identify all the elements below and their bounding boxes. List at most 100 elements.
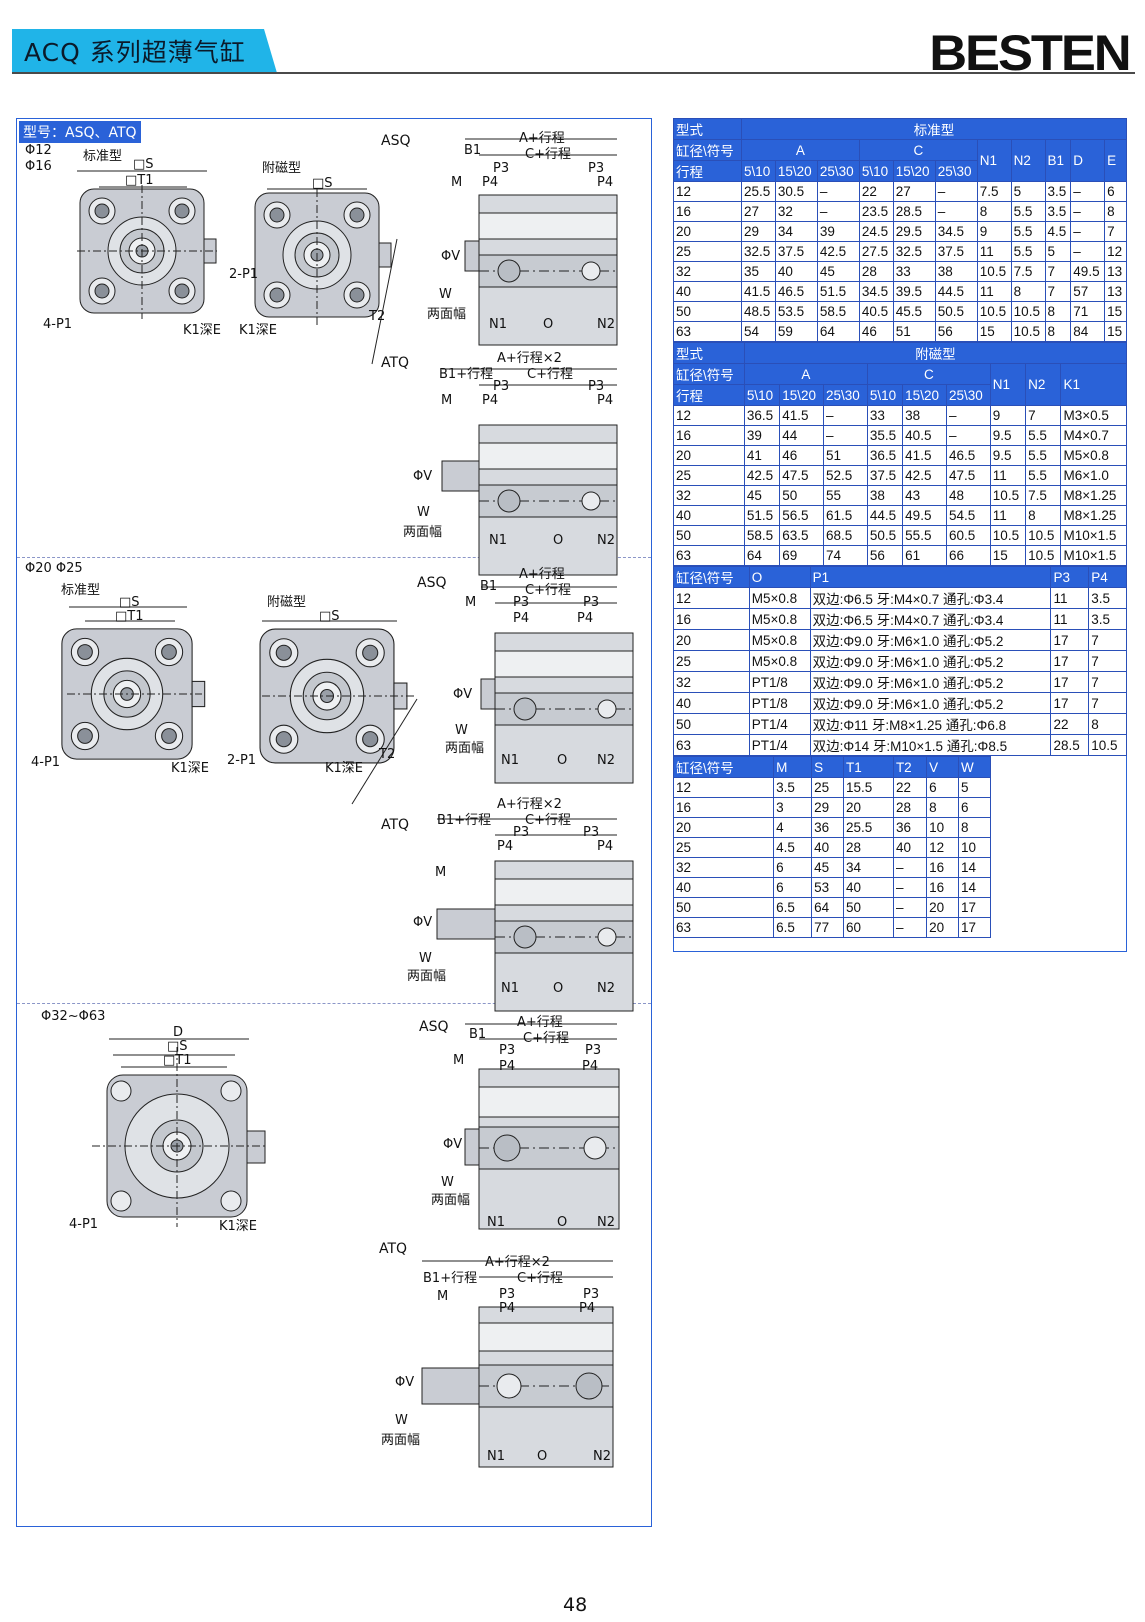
table-cell: 9.5 bbox=[989, 445, 1027, 466]
table-cell: 58.5 bbox=[743, 525, 781, 546]
table-cell: 27 bbox=[740, 201, 776, 222]
flats-label: 两面幅 bbox=[431, 1193, 471, 1208]
dim-t1: □T1 bbox=[115, 609, 144, 624]
dim-b1-stroke: B1+行程 bbox=[423, 1271, 478, 1286]
table-cell: PT1/4 bbox=[748, 734, 811, 756]
table-cell: 50 bbox=[673, 525, 745, 546]
table-cell: 50.5 bbox=[934, 301, 978, 322]
table-cell: 52.5 bbox=[823, 465, 868, 486]
table-cell: 60.5 bbox=[945, 525, 991, 546]
table-header-cell: 15\20 bbox=[902, 384, 947, 406]
table-cell: 64 bbox=[743, 545, 781, 566]
table-cell: 50 bbox=[673, 713, 750, 735]
table-cell: 42.5 bbox=[902, 465, 947, 486]
dim-n1: N1 bbox=[487, 1215, 505, 1230]
table-cell: 40 bbox=[892, 837, 928, 858]
table-header-cell: 25\30 bbox=[945, 384, 991, 406]
table-cell: M5×0.8 bbox=[748, 587, 811, 609]
table-cell: 29.5 bbox=[892, 221, 936, 242]
table-cell: 双边:Φ14 牙:M10×1.5 通孔:Φ8.5 bbox=[809, 734, 1052, 756]
table-cell: 22 bbox=[892, 777, 928, 798]
dim-m: M bbox=[451, 175, 463, 190]
dim-k1: K1深E bbox=[325, 761, 364, 776]
table-header-cell: 行程 bbox=[673, 160, 742, 182]
dim-n1: N1 bbox=[501, 753, 519, 768]
table-cell: 10.5 bbox=[989, 485, 1027, 506]
table-cell: 50 bbox=[673, 301, 742, 322]
table-cell: 43 bbox=[902, 485, 947, 506]
table-header-cell: K1 bbox=[1060, 363, 1127, 406]
dim-p4: P4 bbox=[513, 611, 530, 626]
table-cell: 7 bbox=[1088, 671, 1127, 693]
technical-drawings bbox=[61, 138, 634, 1468]
table-cell: 7.5 bbox=[976, 181, 1012, 202]
table-cell: 8 bbox=[1044, 321, 1072, 342]
table-cell: 40 bbox=[843, 877, 894, 898]
table-cell: 40 bbox=[774, 261, 818, 282]
section-divider bbox=[17, 557, 651, 558]
table-cell: 46.5 bbox=[774, 281, 818, 302]
table-cell: – bbox=[816, 181, 860, 202]
dim-p4: P4 bbox=[597, 393, 614, 408]
table-cell: 12 bbox=[673, 405, 745, 426]
table-cell: 7 bbox=[1104, 221, 1127, 242]
table-cell: 22 bbox=[858, 181, 894, 202]
dim-p4: P4 bbox=[597, 175, 614, 190]
header-tab bbox=[12, 29, 277, 73]
table-cell: 4.5 bbox=[1044, 221, 1072, 242]
dim-m: M bbox=[465, 595, 477, 610]
table-cell: 25 bbox=[673, 650, 750, 672]
table-cell: – bbox=[1070, 181, 1106, 202]
dim-p3: P3 bbox=[493, 379, 510, 394]
table-header-cell: 15\20 bbox=[892, 160, 936, 182]
table-header-cell: S bbox=[811, 756, 845, 778]
table-cell: 46.5 bbox=[945, 445, 991, 466]
dim-s: □S bbox=[133, 157, 154, 172]
table-cell: 32.5 bbox=[740, 241, 776, 262]
table-cell: 15 bbox=[976, 321, 1012, 342]
table-header-cell: N2 bbox=[1025, 363, 1062, 406]
table-cell: 8 bbox=[1088, 713, 1127, 735]
table-header-cell: 附磁型 bbox=[743, 342, 1128, 364]
table-cell: 10.5 bbox=[1010, 301, 1046, 322]
table-cell: 64 bbox=[811, 897, 845, 918]
table-cell: 35.5 bbox=[866, 425, 904, 446]
table-cell: 23.5 bbox=[858, 201, 894, 222]
table-cell: 51.5 bbox=[816, 281, 860, 302]
dim-p1: 4-P1 bbox=[31, 755, 61, 770]
table-header-cell: 缸径\符号 bbox=[673, 566, 750, 588]
dim-w: W bbox=[455, 723, 468, 738]
table-cell: 47.5 bbox=[945, 465, 991, 486]
table-cell: 7 bbox=[1088, 692, 1127, 714]
table-cell: 16 bbox=[673, 425, 745, 446]
dim-c: C+行程 bbox=[525, 813, 571, 828]
dim-p3: P3 bbox=[499, 1287, 516, 1302]
dim-m: M bbox=[441, 393, 453, 408]
table-cell: 3.5 bbox=[773, 777, 813, 798]
table-cell: 6.5 bbox=[773, 897, 813, 918]
table-cell: 16 bbox=[672, 797, 775, 818]
table-header-cell: 5\10 bbox=[740, 160, 776, 182]
dim-p4: P4 bbox=[497, 839, 514, 854]
table-cell: 11 bbox=[989, 465, 1027, 486]
table-cell: 3.5 bbox=[1088, 608, 1127, 630]
dim-k1: K1深E bbox=[239, 323, 278, 338]
dim-p4: P4 bbox=[579, 1301, 596, 1316]
table-cell: 15 bbox=[989, 545, 1027, 566]
dim-o: O bbox=[557, 1215, 568, 1230]
dim-n1: N1 bbox=[487, 1449, 505, 1464]
table-cell: 53.5 bbox=[774, 301, 818, 322]
dim-p3: P3 bbox=[499, 1043, 516, 1058]
table-cell: 35 bbox=[740, 261, 776, 282]
